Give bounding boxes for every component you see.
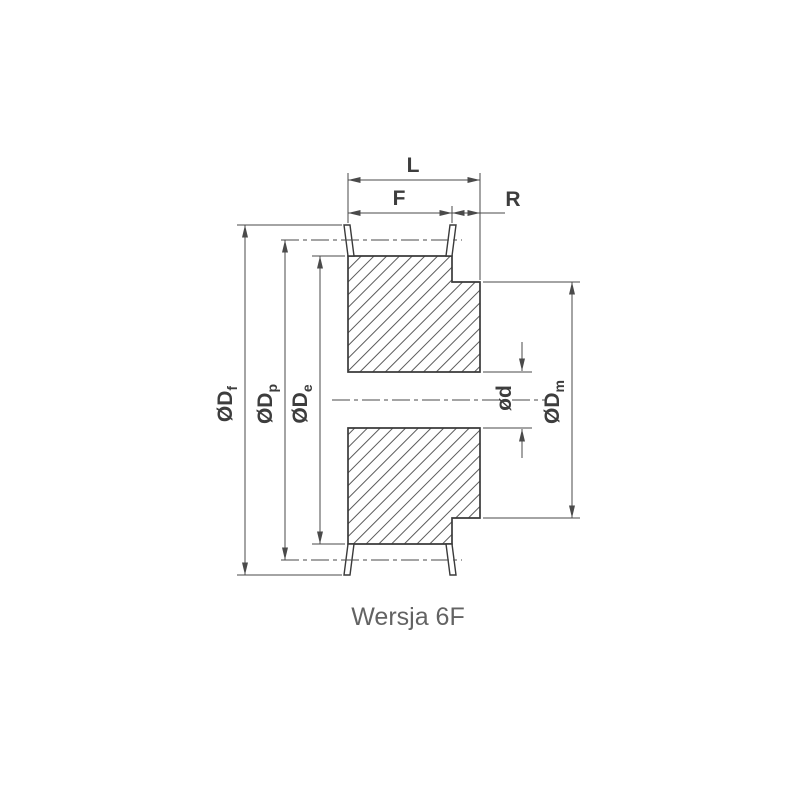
dim-label-Df-sub: f	[224, 386, 240, 391]
flange-tab-bottom-right	[445, 543, 457, 576]
dimension-De: ØDe	[289, 255, 345, 545]
pulley-section-upper	[347, 255, 481, 373]
dim-label-De-main: ØD	[289, 392, 312, 424]
dimension-Dp: ØDp	[254, 240, 288, 560]
dim-label-Dm-sub: m	[551, 380, 567, 392]
dimension-F: F	[348, 187, 453, 223]
dimension-R: R	[452, 188, 521, 216]
dim-label-F: F	[393, 187, 406, 210]
dimension-L: L	[347, 154, 481, 280]
dim-label-d-main: ød	[493, 385, 516, 411]
dimension-Dm: ØDm	[483, 281, 580, 519]
dim-label-De-sub: e	[299, 384, 315, 392]
dimension-Df: ØDf	[214, 224, 342, 576]
dim-label-De: ØDe	[289, 384, 315, 424]
dim-label-R: R	[505, 188, 520, 211]
flange-tab-top-right	[445, 224, 457, 257]
caption: Wersja 6F	[351, 603, 464, 631]
dim-label-d: ød	[493, 385, 516, 411]
pulley-cross-section	[281, 224, 546, 576]
dim-label-Dm-main: ØD	[541, 392, 564, 424]
dim-label-Dp-main: ØD	[254, 393, 277, 425]
dim-label-Dp-sub: p	[264, 384, 280, 393]
dim-label-Dm: ØDm	[541, 380, 567, 424]
pulley-section-lower	[347, 427, 481, 545]
dim-label-Df-main: ØD	[214, 391, 237, 423]
dim-label-L: L	[407, 154, 420, 177]
dim-label-Dp: ØDp	[254, 384, 280, 424]
dim-label-Df: ØDf	[214, 386, 240, 423]
dimension-d: ød	[483, 342, 532, 458]
